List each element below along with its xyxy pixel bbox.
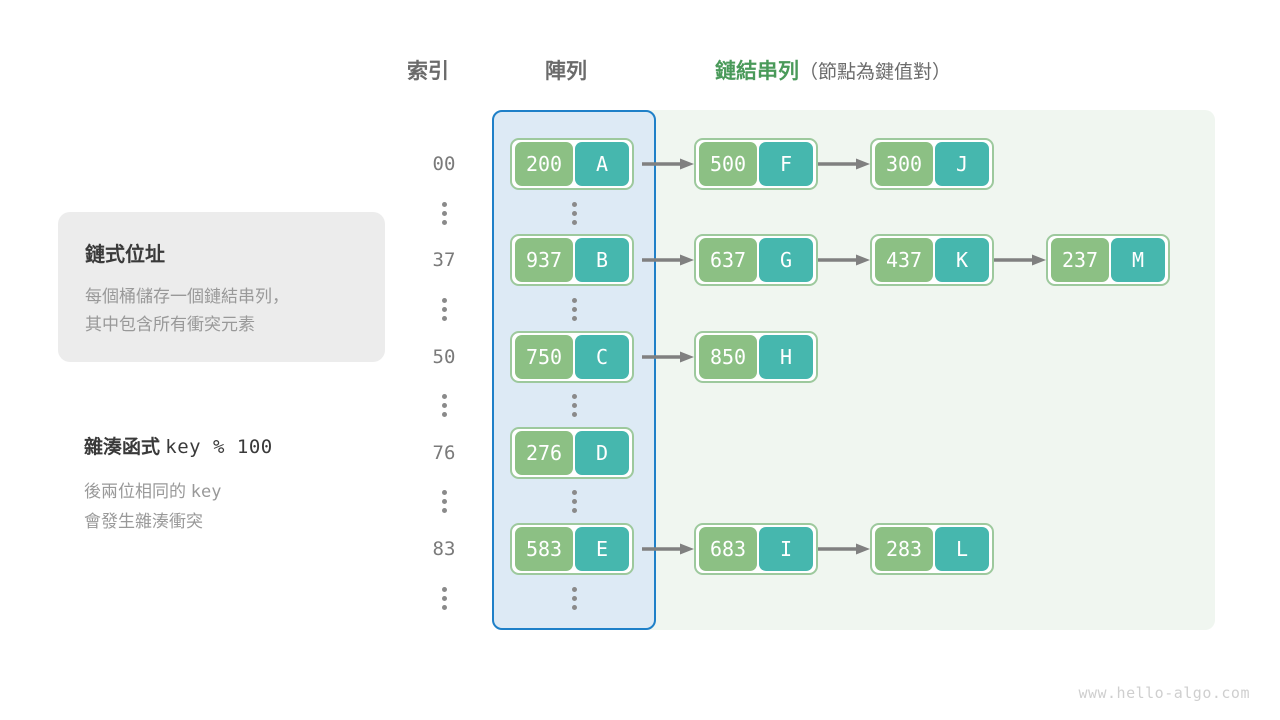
chain-arrow bbox=[642, 543, 694, 555]
column-header-index: 索引 bbox=[407, 60, 449, 83]
hash-function-label: 雜湊函式 bbox=[84, 437, 161, 458]
column-header-linked-list-sub: （節點為鍵值對） bbox=[799, 62, 952, 83]
hash-note-line-1-text: 後兩位相同的 bbox=[84, 482, 186, 501]
node-key: 937 bbox=[515, 238, 573, 282]
node-value: M bbox=[1111, 238, 1165, 282]
bucket-index-label: 50 bbox=[432, 346, 456, 368]
index-ellipsis bbox=[434, 193, 454, 233]
index-ellipsis bbox=[434, 289, 454, 329]
node-value: G bbox=[759, 238, 813, 282]
node-key: 237 bbox=[1051, 238, 1109, 282]
bucket-index-label: 83 bbox=[432, 538, 456, 560]
node-key: 200 bbox=[515, 142, 573, 186]
array-ellipsis bbox=[564, 481, 584, 521]
node-key: 850 bbox=[699, 335, 757, 379]
column-header-array: 陣列 bbox=[545, 60, 587, 83]
chain-arrow bbox=[818, 158, 870, 170]
node-key: 637 bbox=[699, 238, 757, 282]
node-value: B bbox=[575, 238, 629, 282]
index-ellipsis bbox=[434, 481, 454, 521]
column-header-linked-list-main: 鏈結串列 bbox=[715, 60, 799, 83]
chain-arrow bbox=[994, 254, 1046, 266]
node-value: J bbox=[935, 142, 989, 186]
node-key: 437 bbox=[875, 238, 933, 282]
chain-arrow bbox=[642, 351, 694, 363]
watermark: www.hello-algo.com bbox=[1078, 684, 1250, 702]
bucket-index-label: 76 bbox=[432, 442, 456, 464]
bucket-index-label: 37 bbox=[432, 249, 456, 271]
node-key: 750 bbox=[515, 335, 573, 379]
node-key: 583 bbox=[515, 527, 573, 571]
node-value: L bbox=[935, 527, 989, 571]
chain-arrow bbox=[642, 254, 694, 266]
bucket-index-label: 00 bbox=[432, 153, 456, 175]
node-value: K bbox=[935, 238, 989, 282]
array-ellipsis bbox=[564, 193, 584, 233]
node-value: A bbox=[575, 142, 629, 186]
node-value: I bbox=[759, 527, 813, 571]
index-ellipsis bbox=[434, 578, 454, 618]
array-ellipsis bbox=[564, 289, 584, 329]
node-key: 683 bbox=[699, 527, 757, 571]
node-key: 276 bbox=[515, 431, 573, 475]
chain-arrow bbox=[642, 158, 694, 170]
node-value: C bbox=[575, 335, 629, 379]
node-value: F bbox=[759, 142, 813, 186]
hash-function-note: 雜湊函式 key % 100 後兩位相同的 key 會發生雜湊衝突 bbox=[84, 432, 404, 537]
hash-note-line-1: 後兩位相同的 key bbox=[84, 477, 404, 507]
index-ellipsis bbox=[434, 385, 454, 425]
info-card-line-1: 每個桶儲存一個鏈結串列， bbox=[85, 287, 289, 306]
node-value: D bbox=[575, 431, 629, 475]
hash-function-title: 雜湊函式 key % 100 bbox=[84, 432, 404, 459]
hash-note-line-2: 會發生雜湊衝突 bbox=[84, 512, 203, 531]
node-value: E bbox=[575, 527, 629, 571]
chain-arrow bbox=[818, 254, 870, 266]
node-key: 283 bbox=[875, 527, 933, 571]
node-key: 500 bbox=[699, 142, 757, 186]
array-ellipsis bbox=[564, 578, 584, 618]
node-value: H bbox=[759, 335, 813, 379]
node-key: 300 bbox=[875, 142, 933, 186]
chain-arrow bbox=[818, 543, 870, 555]
hash-function-expression: key % 100 bbox=[165, 436, 273, 458]
info-card: 鏈式位址 每個桶儲存一個鏈結串列， 其中包含所有衝突元素 bbox=[58, 212, 385, 362]
array-ellipsis bbox=[564, 385, 584, 425]
column-header-linked-list: 鏈結串列（節點為鍵值對） bbox=[715, 55, 951, 85]
hash-note-line-1-code: key bbox=[190, 482, 222, 502]
info-card-line-2: 其中包含所有衝突元素 bbox=[85, 315, 255, 334]
info-card-title: 鏈式位址 bbox=[85, 244, 165, 266]
